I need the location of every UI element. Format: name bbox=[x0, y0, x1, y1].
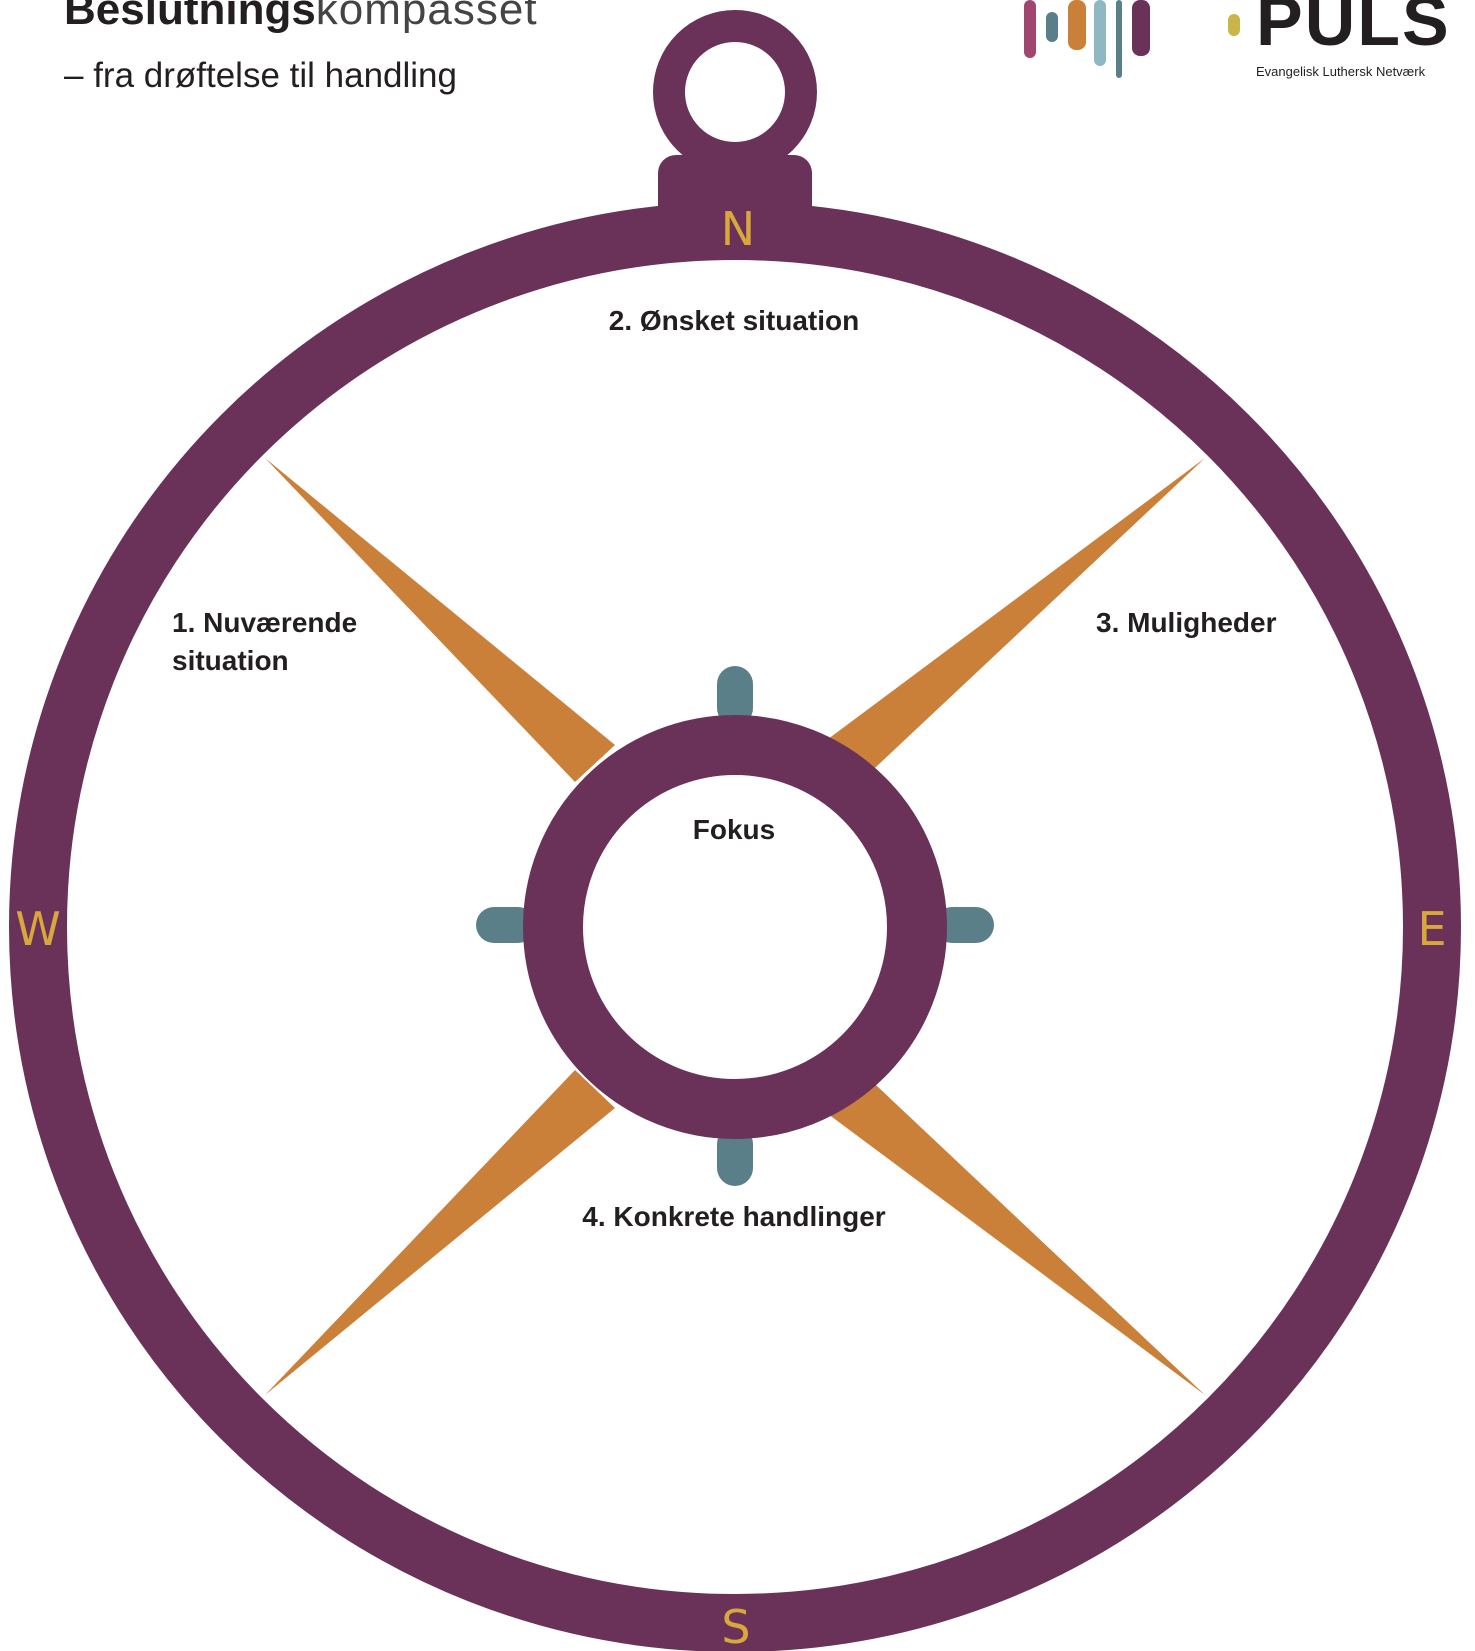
page-subtitle: – fra drøftelse til handling bbox=[64, 56, 457, 95]
logo-wordmark: PULS bbox=[1256, 0, 1451, 60]
title-block: Beslutningskompasset – fra drøftelse til… bbox=[64, 0, 538, 96]
logo-bar-1 bbox=[1024, 0, 1036, 58]
title-bold: Beslutnings bbox=[64, 0, 316, 34]
logo-bar-6 bbox=[1132, 0, 1150, 56]
logo-bar-5 bbox=[1116, 0, 1122, 78]
needle-northwest bbox=[265, 458, 615, 782]
logo-tagline: Evangelisk Luthersk Netværk bbox=[1256, 64, 1426, 79]
page-title: Beslutningskompasset bbox=[64, 0, 538, 32]
logo-bar-3 bbox=[1068, 0, 1086, 50]
direction-west: W bbox=[15, 902, 60, 956]
title-light: kompasset bbox=[315, 0, 538, 34]
knob-west bbox=[476, 907, 536, 943]
label-step-4: 4. Konkrete handlinger bbox=[582, 1201, 885, 1232]
direction-north: N bbox=[721, 202, 755, 256]
logo-bar-4 bbox=[1094, 0, 1106, 66]
compass-loop bbox=[653, 10, 817, 174]
direction-east: E bbox=[1417, 902, 1446, 956]
knob-north bbox=[717, 666, 753, 726]
logo-bar-7 bbox=[1228, 14, 1240, 36]
knob-south bbox=[717, 1126, 753, 1186]
label-step-3: 3. Muligheder bbox=[1096, 607, 1277, 638]
label-step-1-line2: situation bbox=[172, 645, 289, 676]
logo-bar-2 bbox=[1046, 12, 1058, 42]
direction-south: S bbox=[721, 1600, 750, 1651]
label-step-1-line1: 1. Nuværende bbox=[172, 607, 357, 638]
compass-outer-ring bbox=[9, 202, 1461, 1651]
needle-southeast bbox=[820, 1070, 1205, 1395]
puls-logo: PULS Evangelisk Luthersk Netværk bbox=[1024, 0, 1449, 80]
needle-northeast bbox=[820, 458, 1205, 782]
needle-southwest bbox=[265, 1070, 615, 1395]
compass-inner-ring bbox=[523, 715, 947, 1139]
label-center-focus: Fokus bbox=[693, 814, 775, 845]
knob-east bbox=[934, 907, 994, 943]
label-step-2: 2. Ønsket situation bbox=[609, 305, 860, 336]
